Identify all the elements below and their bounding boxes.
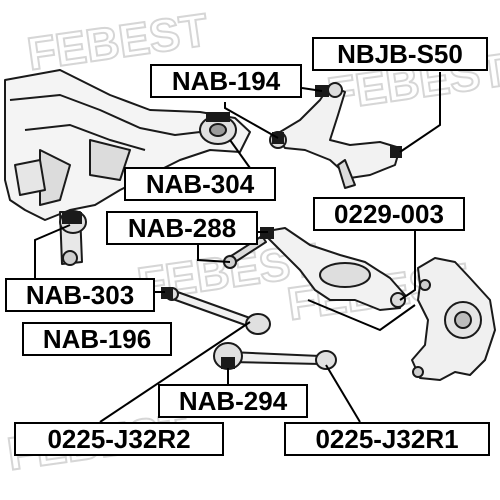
label-nbjb-s50: NBJB-S50 [312,37,488,71]
label-0229-003: 0229-003 [313,197,465,231]
label-0225-j32r1: 0225-J32R1 [284,422,490,456]
leader-0225-j32r1 [325,364,361,423]
label-nab-196: NAB-196 [22,322,172,356]
bushing-nab-196 [161,287,173,299]
bushing-nab-294 [221,357,235,369]
lower-control-arm [223,227,406,311]
subframe [4,69,251,266]
leader-0225-j32r2 [99,321,251,423]
label-nab-288: NAB-288 [106,211,258,245]
leader-0229-003-b [307,299,416,332]
leader-nbjb-s50 [399,72,441,153]
leader-nab-304 [229,139,251,169]
ball-joint-nbjb-s50 [390,146,402,158]
leader-0229-003 [399,230,416,301]
label-nab-194: NAB-194 [150,64,302,98]
leader-nab-194-b [224,102,279,139]
label-nab-303: NAB-303 [5,278,155,312]
label-0225-j32r2: 0225-J32R2 [14,422,224,456]
leader-nab-288-b [197,244,231,263]
knuckle [411,257,496,381]
bushing-nab-304 [199,112,237,145]
leader-nab-303 [34,224,71,278]
label-nab-304: NAB-304 [124,167,276,201]
leader-nab-194-a [301,87,323,92]
bushing-nab-303 [59,210,87,234]
leader-lines [34,72,441,423]
label-nab-294: NAB-294 [158,384,308,418]
